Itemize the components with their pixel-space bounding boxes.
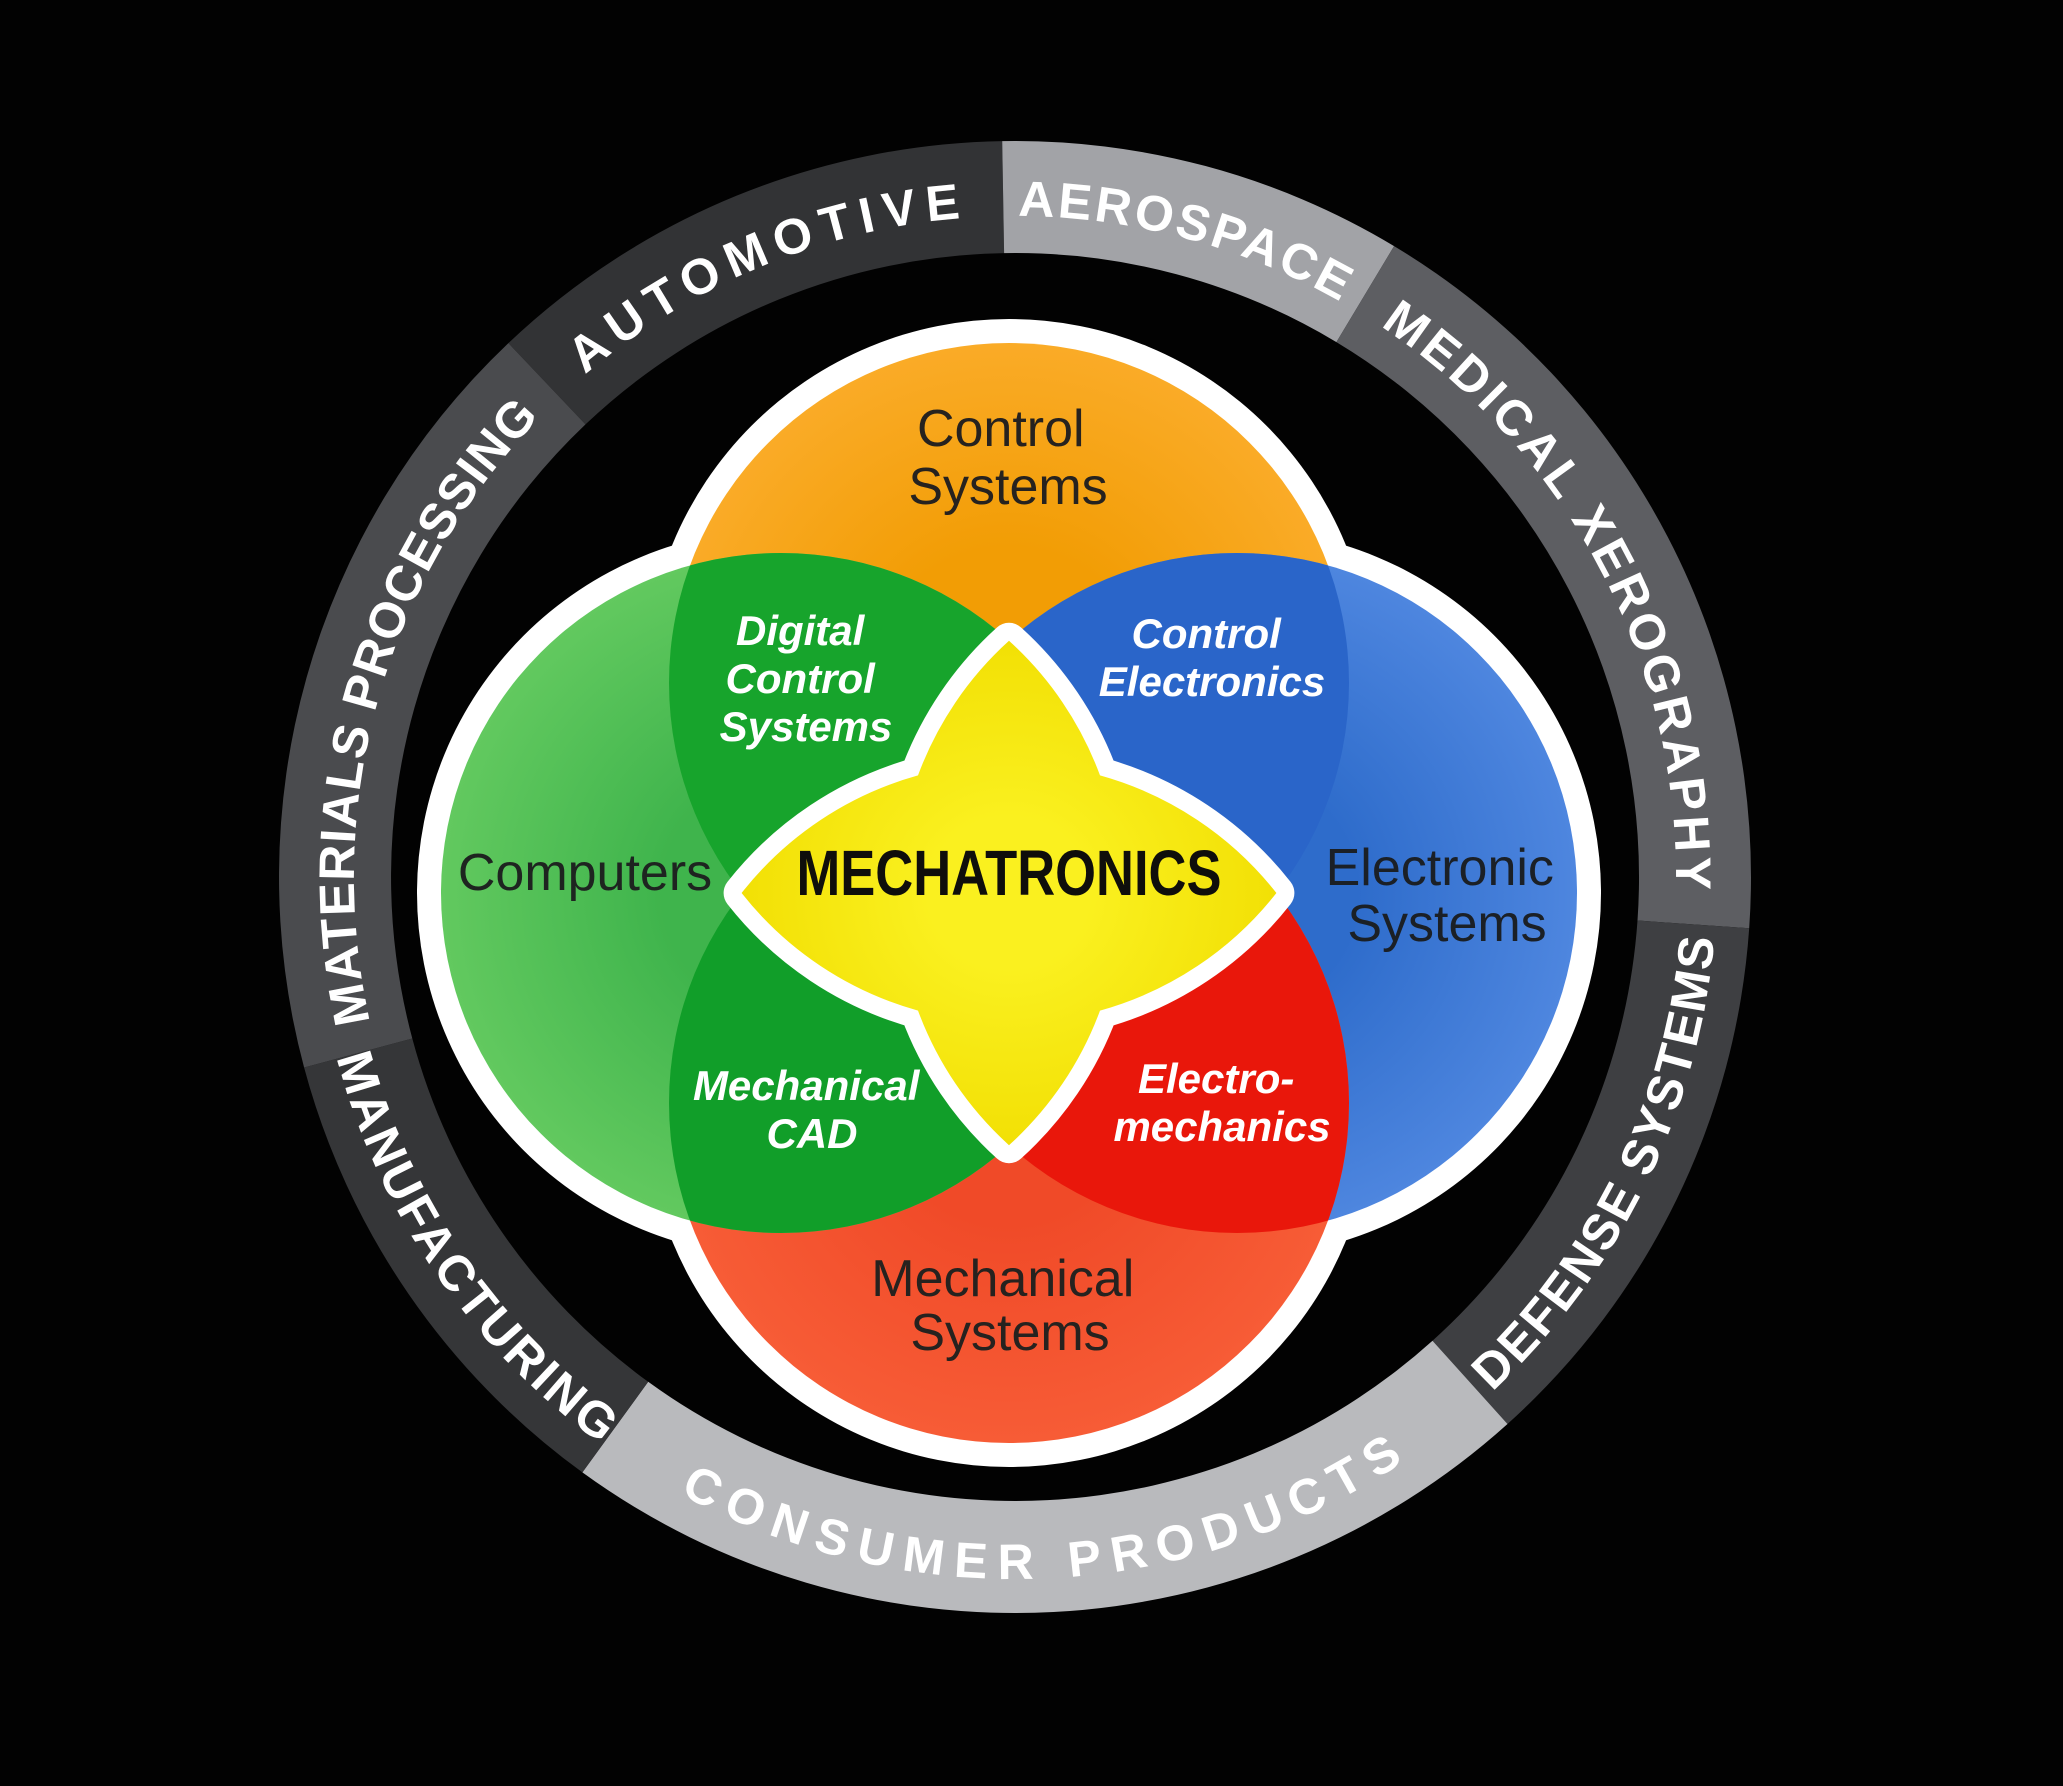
ring-segment-medical-xerography [1336, 246, 1751, 929]
digital-control-systems-label: Digital Control Systems [720, 607, 893, 750]
label-line: CAD [767, 1110, 858, 1157]
mechatronics-star [723, 622, 1295, 1164]
computers-label: Computers [458, 844, 712, 902]
control-systems-label: Control Systems [908, 400, 1107, 516]
label-line: Electro- [1138, 1055, 1294, 1102]
electronic-systems-label: Electronic Systems [1326, 839, 1569, 953]
label-line: Computers [458, 844, 712, 902]
label-line: Systems [720, 703, 893, 750]
control-electronics-label: Control Electronics [1099, 610, 1325, 705]
label-line: Systems [910, 1304, 1109, 1362]
ring-segment-manufacturing [304, 1038, 649, 1473]
label-line: Mechanical [693, 1062, 921, 1109]
label-line: Systems [1347, 895, 1546, 953]
label-line: mechanics [1113, 1103, 1330, 1150]
label-line: Digital [736, 607, 866, 654]
ring-segment-automotive [508, 141, 1005, 425]
label-line: Electronics [1099, 658, 1325, 705]
ring-segment-aerospace [1002, 140, 1395, 343]
label-line: Systems [908, 458, 1107, 516]
ring-segment-materials-processing [279, 343, 586, 1068]
label-line: Mechanical [871, 1250, 1134, 1308]
ring-segment-defense-systems [1432, 920, 1750, 1424]
mechatronics-title: MECHATRONICS [797, 837, 1222, 909]
mechanical-systems-label: Mechanical Systems [871, 1250, 1148, 1362]
label-line: Electronic [1326, 839, 1554, 897]
label-line: Control [917, 400, 1085, 458]
ring-segment-consumer-products [582, 1340, 1508, 1614]
label-line: Control [1132, 610, 1283, 657]
electro-mechanics-label: Electro- mechanics [1113, 1055, 1330, 1150]
label-line: Control [726, 655, 877, 702]
mechanical-cad-label: Mechanical CAD [693, 1062, 931, 1157]
